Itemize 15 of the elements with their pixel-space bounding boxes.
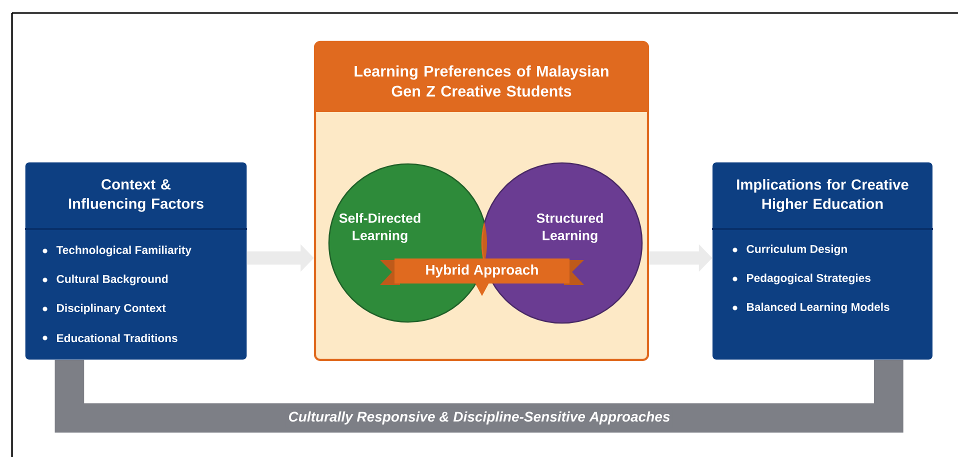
bracket-connector xyxy=(54,360,904,433)
bullet-item: Balanced Learning Models xyxy=(732,302,890,314)
ribbon-banner: Hybrid Approach xyxy=(380,258,584,296)
panel-heading: Learning Preferences of Malaysian Gen Z Creative Students xyxy=(354,65,608,97)
circle-label: Self-Directed Learning xyxy=(339,213,420,243)
bullet-item: Disciplinary Context xyxy=(42,304,166,314)
circle-label: Structured Learning xyxy=(536,213,603,243)
bullet-item: Educational Traditions xyxy=(42,334,178,342)
box-heading: Context & Influencing Factors xyxy=(68,179,204,212)
edge-label: Culturally Responsive & Discipline-Sensitive Approaches xyxy=(286,408,673,428)
bullet-item: Curriculum Design xyxy=(732,244,847,256)
bullet-item: Pedagogical Strategies xyxy=(732,274,870,284)
bullet-item: Technological Familiarity xyxy=(42,246,192,256)
bullet-item: Cultural Background xyxy=(42,274,168,286)
box-heading: Implications for Creative Higher Education xyxy=(737,178,908,212)
